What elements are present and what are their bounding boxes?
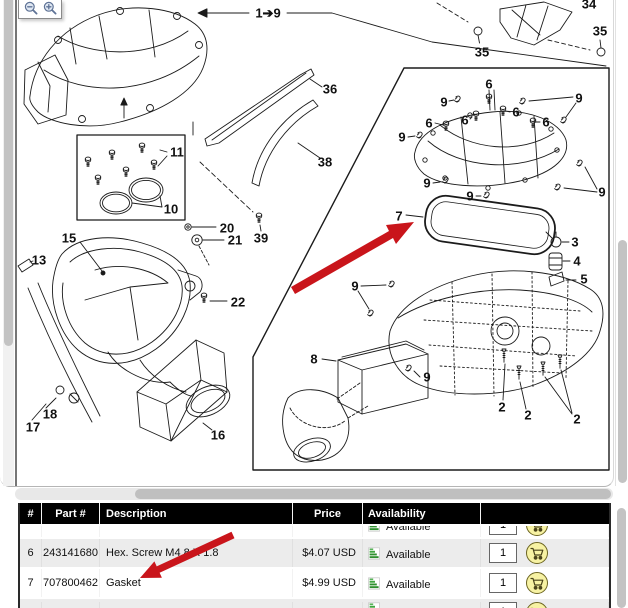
header-description: Description	[100, 503, 293, 524]
availability-cell: Available	[363, 524, 481, 537]
header-actions	[481, 503, 609, 524]
trim-parts	[205, 69, 322, 186]
intake-elbow	[283, 383, 368, 466]
table-vertical-scrollbar	[615, 503, 628, 600]
header-price: Price	[293, 503, 363, 524]
part-number-cell: 707800462	[42, 569, 100, 597]
cart-cell	[481, 539, 609, 567]
detail-inset-box	[253, 68, 609, 470]
cart-cell	[481, 602, 609, 608]
row-number-cell: 6	[20, 539, 42, 567]
add-to-cart-button[interactable]	[526, 602, 548, 608]
diagram-vertical-scrollbar	[615, 0, 628, 486]
parts-table: # Part # Description Price Availability …	[18, 503, 611, 608]
description-cell	[100, 524, 293, 537]
quantity-input[interactable]	[489, 524, 517, 535]
diagram-vertical-scrollbar-thumb[interactable]	[618, 240, 627, 483]
stock-level-icon	[368, 602, 381, 608]
zoom-out-button[interactable]	[23, 2, 39, 17]
part-number-cell	[42, 524, 100, 537]
diagram-horizontal-scrollbar	[15, 488, 613, 500]
table-row: Available	[20, 524, 609, 537]
availability-cell: Available	[363, 569, 481, 597]
table-vertical-scrollbar-thumb[interactable]	[617, 508, 626, 608]
parts-table-body: Available6243141680Hex. Screw M4.8 X 1.8…	[20, 524, 609, 608]
cart-cell	[481, 569, 609, 597]
availability-label: Available	[386, 579, 430, 591]
airbox-base	[389, 271, 603, 396]
price-cell: $4.99 USD	[293, 569, 363, 597]
add-to-cart-button[interactable]	[526, 524, 548, 536]
part-number-cell: 243141680	[42, 539, 100, 567]
sensor-parts	[546, 232, 576, 286]
quantity-input[interactable]	[489, 602, 517, 608]
parts-diagram-lineart	[0, 0, 613, 486]
magnifier-minus-icon	[24, 1, 38, 18]
left-scrollbar-thumb[interactable]	[4, 0, 13, 346]
magnifier-plus-icon	[43, 1, 57, 18]
bracket-34	[437, 2, 605, 56]
table-row	[20, 597, 609, 608]
quantity-input[interactable]	[489, 543, 517, 563]
quantity-input[interactable]	[489, 573, 517, 593]
availability-label: Available	[386, 524, 430, 533]
price-cell	[293, 602, 363, 608]
zoom-in-button[interactable]	[42, 2, 58, 17]
header-availability: Availability	[363, 503, 481, 524]
add-to-cart-button[interactable]	[526, 542, 548, 564]
zoom-toolbar	[18, 0, 62, 19]
description-cell: Gasket	[100, 569, 293, 597]
description-cell: Hex. Screw M4.8 X 1.8	[100, 539, 293, 567]
stock-level-icon	[368, 577, 381, 590]
price-cell: $4.07 USD	[293, 539, 363, 567]
gasket-part-7	[422, 193, 557, 257]
air-filter-8	[322, 341, 428, 414]
availability-cell	[363, 602, 481, 608]
part-number-cell	[42, 602, 100, 608]
description-cell	[100, 602, 293, 608]
header-part-number: Part #	[42, 503, 100, 524]
parts-table-header: # Part # Description Price Availability	[20, 503, 609, 524]
row-number-cell	[20, 524, 42, 537]
red-arrow-diagram	[291, 222, 414, 294]
stock-level-icon	[368, 547, 381, 560]
diagram-horizontal-scrollbar-thumb[interactable]	[135, 489, 611, 499]
left-scrollbar	[3, 0, 14, 486]
row-number-cell: 7	[20, 569, 42, 597]
availability-cell: Available	[363, 539, 481, 567]
row-number-cell	[20, 602, 42, 608]
availability-label: Available	[386, 549, 430, 561]
stock-level-icon	[368, 524, 381, 532]
intake-housing-15	[52, 238, 234, 423]
header-number: #	[20, 503, 42, 524]
price-cell	[293, 524, 363, 537]
foam-duct-16	[137, 340, 227, 441]
airbox-cover	[408, 90, 597, 198]
add-to-cart-button[interactable]	[526, 572, 548, 594]
cart-cell	[481, 524, 609, 537]
hardware-inset-box	[77, 122, 193, 220]
